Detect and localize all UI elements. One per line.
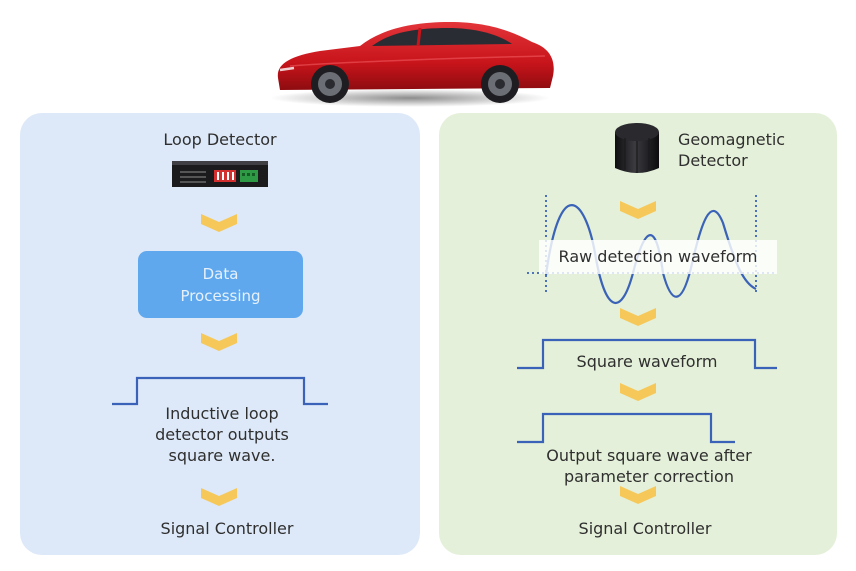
- inductive-loop-line-3: square wave.: [168, 446, 276, 465]
- geomagnetic-detector-panel: [439, 113, 837, 555]
- flow-arrow-icon: [620, 383, 656, 401]
- square-waveform-label: Square waveform: [576, 352, 718, 371]
- signal-controller-left: Signal Controller: [160, 519, 294, 538]
- geomagnetic-detector-title: Geomagnetic Detector: [678, 129, 788, 171]
- inductive-loop-output-text: Inductive loop detector outputs square w…: [120, 403, 324, 466]
- geomagnetic-line-2: Detector: [678, 151, 748, 170]
- output-square-wave-text: Output square wave after parameter corre…: [528, 445, 770, 487]
- flow-arrow-icon: [201, 488, 237, 506]
- signal-controller-right: Signal Controller: [578, 519, 712, 538]
- output-square-line-1: Output square wave after: [546, 446, 752, 465]
- raw-detection-waveform-label: Raw detection waveform: [539, 240, 777, 274]
- car-image: [270, 22, 554, 107]
- geomagnetic-sensor-icon: [615, 123, 659, 173]
- flow-arrow-icon: [620, 486, 656, 504]
- square-wave-left: [112, 376, 328, 406]
- inductive-loop-line-1: Inductive loop: [165, 404, 279, 423]
- data-processing-line-1: Data: [202, 264, 239, 283]
- geomagnetic-line-1: Geomagnetic: [678, 130, 786, 149]
- data-processing-box: Data Processing: [138, 251, 303, 318]
- flow-arrow-icon: [620, 308, 656, 326]
- flow-arrow-icon: [201, 214, 237, 232]
- flow-arrow-icon: [201, 333, 237, 351]
- flow-arrow-icon: [620, 201, 656, 219]
- loop-detector-title: Loop Detector: [163, 130, 277, 149]
- output-square-line-2: parameter correction: [564, 467, 734, 486]
- square-waveform-graph: [517, 338, 777, 370]
- inductive-loop-line-2: detector outputs: [155, 425, 289, 444]
- loop-detector-device-icon: [172, 161, 268, 187]
- data-processing-line-2: Processing: [180, 286, 261, 305]
- output-square-wave-graph: [517, 412, 735, 444]
